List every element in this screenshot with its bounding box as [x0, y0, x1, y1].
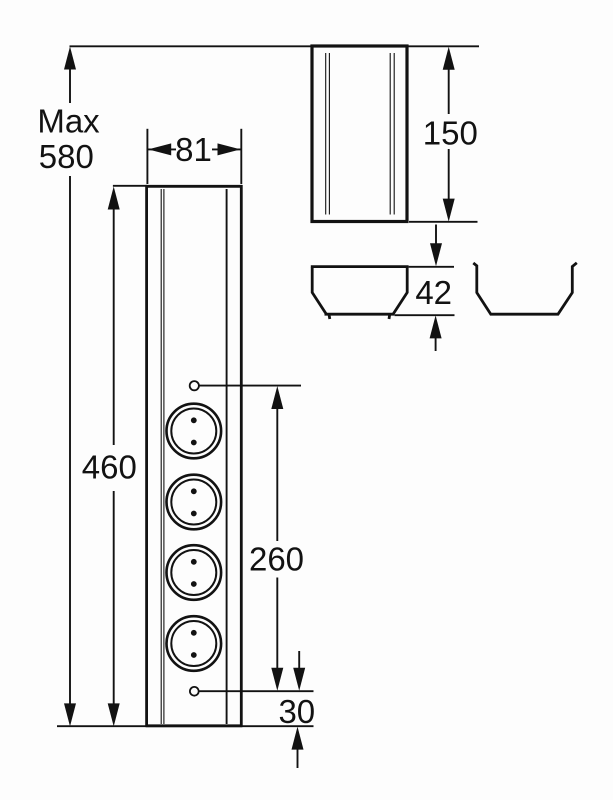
svg-text:150: 150 — [423, 115, 478, 152]
svg-text:260: 260 — [249, 541, 304, 578]
svg-text:42: 42 — [415, 274, 452, 311]
svg-text:30: 30 — [278, 693, 315, 730]
svg-text:580: 580 — [39, 138, 94, 175]
svg-text:81: 81 — [175, 131, 212, 168]
svg-text:460: 460 — [82, 448, 137, 485]
svg-text:Max: Max — [37, 103, 100, 140]
